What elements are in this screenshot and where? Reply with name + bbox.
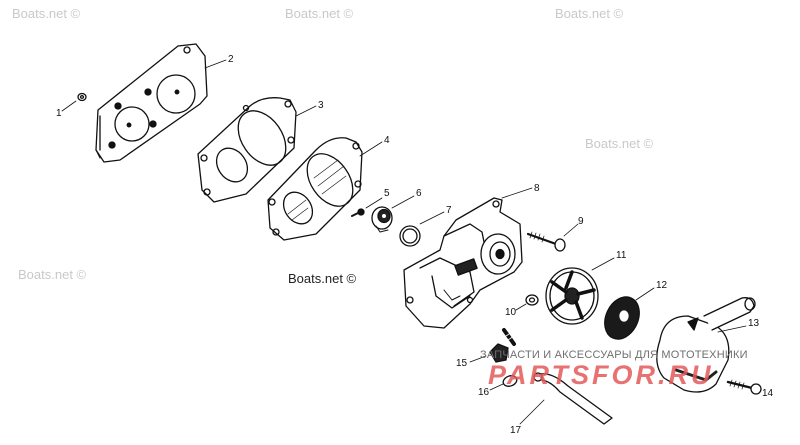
watermark-center: Boats.net © [288, 271, 357, 286]
watermark-top-mid: Boats.net © [285, 6, 354, 21]
watermark-top-right: Boats.net © [555, 6, 624, 21]
label-11: 11 [616, 250, 627, 261]
part-11-impeller [545, 257, 615, 325]
label-15: 15 [456, 358, 468, 369]
label-3: 3 [318, 100, 324, 111]
label-17: 17 [510, 425, 522, 436]
part-16-ring [489, 375, 518, 391]
watermark-right-mid: Boats.net © [585, 136, 654, 151]
label-2: 2 [228, 54, 234, 65]
label-1: 1 [56, 108, 62, 119]
label-6: 6 [416, 188, 422, 199]
part-12-gasket-disc [604, 287, 655, 340]
part-14-screw [726, 379, 762, 395]
part-6-valve [371, 195, 415, 233]
shop-logo: PARTSFOR.RU [488, 360, 714, 390]
part-1-washer [61, 92, 87, 112]
shop-banner: ЗАПЧАСТИ И АКСЕССУАРЫ ДЛЯ МОТОТЕХНИКИ [480, 349, 748, 361]
watermark-top-left: Boats.net © [12, 6, 81, 21]
label-4: 4 [384, 135, 390, 146]
part-8-pump-housing [403, 187, 533, 329]
part-5-screw [351, 197, 383, 217]
label-10: 10 [505, 307, 517, 318]
label-5: 5 [384, 188, 390, 199]
label-13: 13 [748, 318, 760, 329]
label-16: 16 [478, 387, 490, 398]
part-9-bolt [526, 223, 579, 252]
label-8: 8 [534, 183, 540, 194]
part-10-washer [515, 294, 539, 311]
part-2-cover-plate [95, 43, 227, 163]
label-14: 14 [762, 388, 774, 399]
part-15-fitting [469, 328, 516, 363]
part-3-gasket [197, 97, 317, 203]
part-13-end-cover [656, 297, 756, 393]
part-7-o-ring [399, 211, 445, 247]
part-number-labels: 1 2 3 4 5 6 7 8 9 10 11 12 13 14 15 16 1… [56, 54, 774, 436]
watermark-left: Boats.net © [18, 267, 87, 282]
label-12: 12 [656, 280, 668, 291]
part-17-hose [519, 372, 613, 425]
part-4-diaphragm [267, 137, 383, 241]
label-7: 7 [446, 205, 452, 216]
label-9: 9 [578, 216, 584, 227]
